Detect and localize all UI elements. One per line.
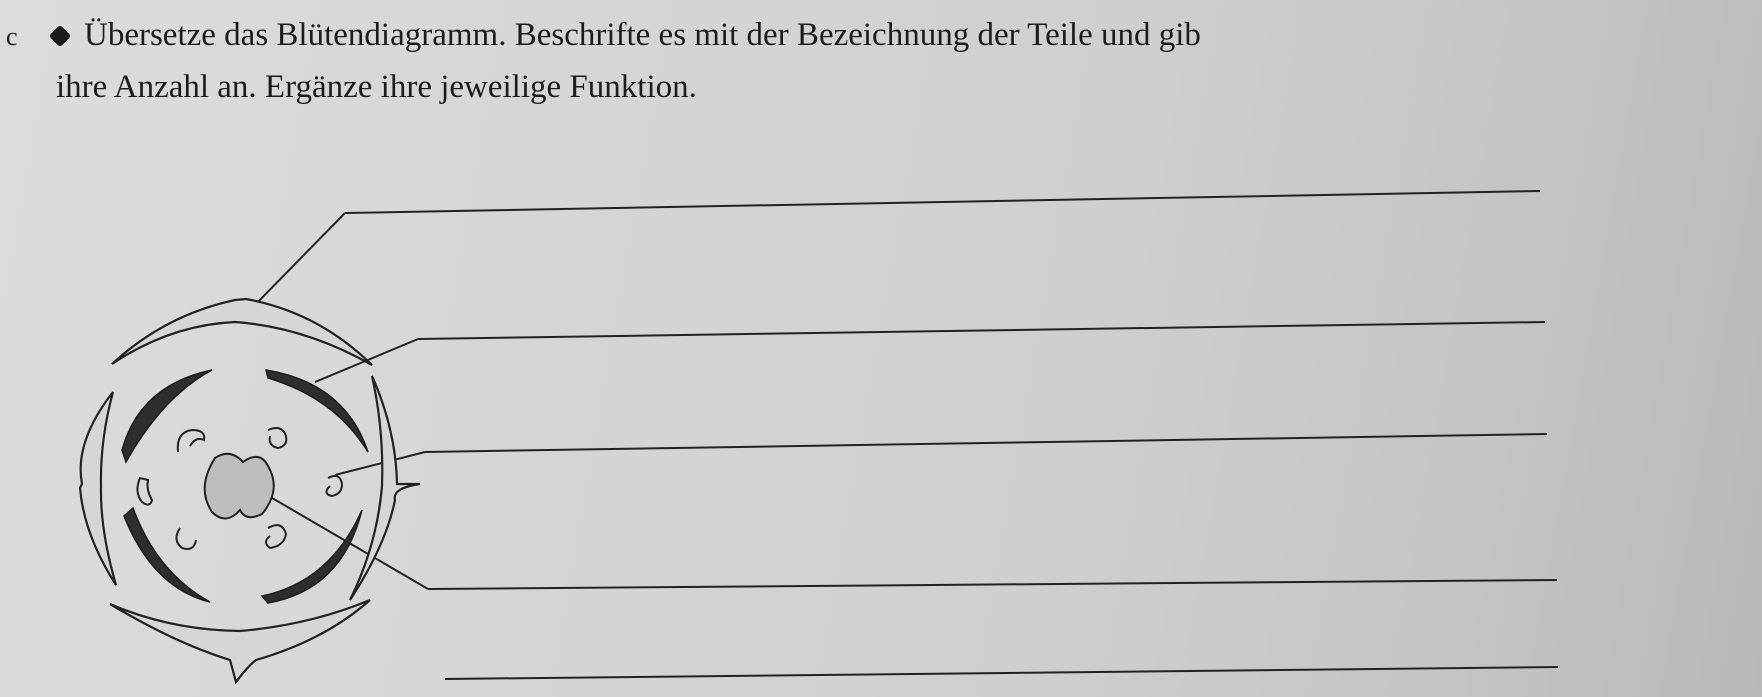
task-line-2: ihre Anzahl an. Ergänze ihre jeweilige F… [6, 62, 1506, 112]
task-text-line-2: ihre Anzahl an. Ergänze ihre jeweilige F… [56, 69, 697, 105]
task-text-line-1: Übersetze das Blütendiagramm. Beschrifte… [84, 17, 1201, 53]
pistil [203, 452, 275, 520]
sepal-top [111, 297, 373, 366]
answer-line-5[interactable] [444, 666, 1559, 680]
task-line-1: c Übersetze das Blütendiagramm. Beschrift… [6, 10, 1506, 62]
stamen-4 [325, 475, 344, 498]
leader-lines [249, 212, 429, 590]
stamen-2 [267, 427, 288, 450]
sepal-left [78, 391, 118, 586]
petal-bottom-right [260, 509, 363, 604]
stamen-5 [175, 527, 197, 550]
petal-top-right [264, 369, 369, 453]
sepals [78, 297, 421, 685]
petals [121, 369, 369, 604]
leader-line-1 [249, 212, 346, 311]
stamens [136, 427, 344, 550]
sepal-right [349, 375, 421, 601]
petal-bottom-left [123, 506, 211, 603]
leader-line-3 [334, 451, 426, 476]
stamen-6 [265, 524, 288, 550]
leader-line-4 [254, 487, 429, 590]
answer-line-4[interactable] [427, 579, 1558, 590]
stamen-3 [136, 476, 154, 506]
answer-line-2[interactable] [417, 321, 1546, 340]
sepal-bottom [109, 598, 371, 685]
petal-top-left [121, 369, 213, 464]
answer-line-3[interactable] [424, 433, 1548, 453]
answer-line-1[interactable] [344, 190, 1541, 214]
task-letter: c [6, 22, 18, 51]
task-text: c Übersetze das Blütendiagramm. Beschrift… [6, 10, 1506, 112]
stamen-1 [176, 428, 206, 453]
